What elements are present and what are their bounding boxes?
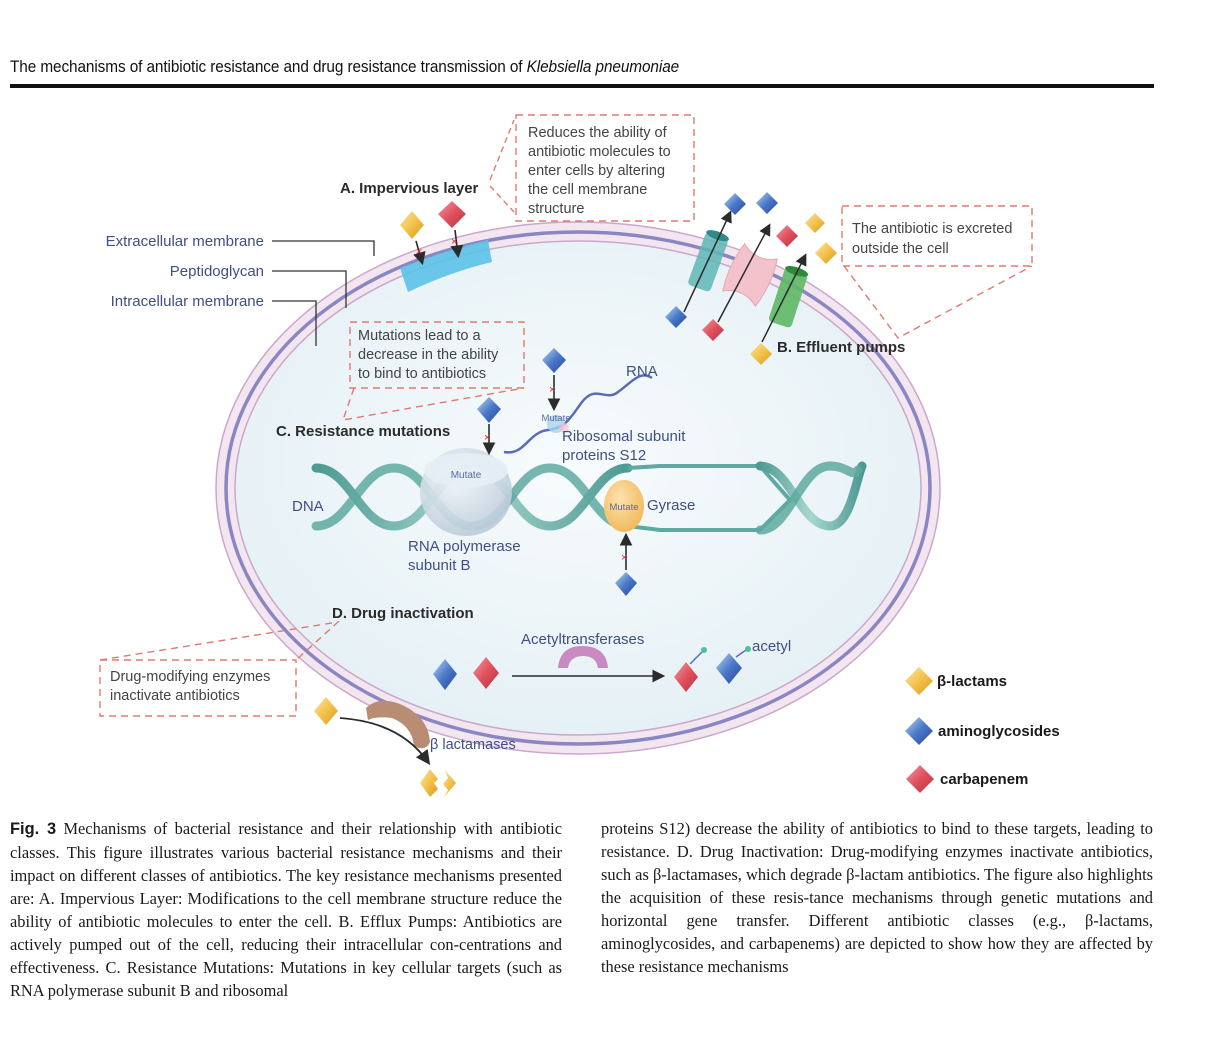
header-rule	[10, 84, 1154, 88]
mutate-label-gyrase: Mutate	[609, 502, 638, 513]
beta-lactamase-enzyme	[366, 700, 430, 749]
carbapenem-molecule	[702, 319, 724, 341]
blocked-x-icon: ×	[484, 432, 490, 444]
mechanism-d-drug-inactivation: D. Drug inactivation Drug-modifying enzy…	[99, 605, 791, 797]
beta-lactam-molecule	[400, 211, 424, 239]
aminoglycoside-molecule	[756, 192, 778, 214]
rna-polymerase-subunit-b: Mutate RNA polymerase subunit B	[408, 448, 525, 574]
mutate-label-ribosome: Mutate	[541, 413, 570, 424]
figure-caption-left: Fig. 3 Mechanisms of bacterial resistanc…	[10, 817, 562, 1002]
beta-lactam-molecule	[815, 242, 837, 264]
note-c-pointer	[341, 387, 525, 421]
beta-lactamases-label: β lactamases	[430, 737, 516, 753]
legend: β-lactams aminoglycosides carbapenem	[905, 667, 1060, 793]
note-a-pointer	[489, 119, 515, 213]
label-peptidoglycan: Peptidoglycan	[170, 263, 264, 280]
note-c-text: Mutations lead to a decrease in the abil…	[358, 328, 502, 382]
label-extracellular-membrane: Extracellular membrane	[106, 233, 264, 250]
blocked-x-icon: ×	[416, 246, 422, 258]
mechanism-b-label: B. Effluent pumps	[777, 339, 905, 356]
carbapenem-molecule	[776, 225, 798, 247]
layer-callouts: Extracellular membrane Peptidoglycan Int…	[106, 233, 375, 346]
beta-lactam-molecule	[750, 343, 772, 365]
legend-item-aminoglycosides: aminoglycosides	[905, 717, 1060, 745]
carbapenem-molecule	[438, 201, 466, 228]
mechanism-c-resistance-mutations: Mutations lead to a decrease in the abil…	[276, 321, 566, 456]
running-title: The mechanisms of antibiotic resistance …	[10, 58, 679, 77]
impervious-layer-patch	[400, 240, 492, 292]
note-a-text: Reduces the ability of antibiotic molecu…	[528, 125, 675, 217]
aminoglycoside-molecule	[433, 659, 457, 690]
label-intracellular-membrane: Intracellular membrane	[111, 293, 264, 310]
note-b-text: The antibiotic is excreted outside the c…	[852, 221, 1016, 257]
note-d-pointer	[99, 620, 341, 661]
beta-lactam-legend-icon	[905, 667, 933, 695]
note-d-box	[99, 659, 297, 717]
note-b-box	[841, 205, 1033, 267]
mechanism-a-impervious-layer: A. Impervious layer Reduces the ability …	[340, 114, 695, 266]
dna-label: DNA	[292, 498, 324, 515]
gyrase: Mutate Gyrase ×	[604, 480, 695, 596]
acetyltransferases-label: Acetyltransferases	[521, 631, 644, 648]
resistance-mechanisms-figure: Extracellular membrane Peptidoglycan Int…	[99, 114, 1060, 797]
peptidoglycan-layer	[224, 230, 932, 746]
legend-label: aminoglycosides	[938, 723, 1060, 740]
mechanism-b-efflux-pumps: B. Effluent pumps The antibiotic is excr…	[665, 192, 1033, 365]
mechanism-c-label: C. Resistance mutations	[276, 423, 450, 440]
caption-text-right: proteins S12) decrease the ability of an…	[601, 819, 1153, 976]
ribosomal-subunit-label: Ribosomal subunit proteins S12	[562, 428, 690, 464]
aminoglycoside-molecule	[665, 306, 687, 328]
legend-item-beta-lactams: β-lactams	[905, 667, 1007, 695]
beta-lactam-molecule	[805, 213, 825, 233]
aminoglycoside-molecule	[542, 348, 566, 373]
aminoglycoside-legend-icon	[905, 717, 933, 745]
running-title-text: The mechanisms of antibiotic resistance …	[10, 58, 527, 76]
mutate-label-polymerase: Mutate	[451, 470, 482, 481]
carbapenem-legend-icon	[906, 765, 934, 793]
acetylated-aminoglycoside	[716, 653, 742, 684]
beta-lactam-molecule	[314, 697, 338, 725]
note-b-pointer	[843, 265, 1033, 339]
legend-label: carbapenem	[940, 771, 1028, 788]
aminoglycoside-molecule	[615, 572, 637, 596]
rna-strand: RNA Mutate Ribosomal subunit proteins S1…	[503, 363, 690, 464]
aminoglycoside-molecule	[477, 397, 501, 423]
degraded-beta-lactam-icon	[420, 769, 456, 797]
mechanism-d-label: D. Drug inactivation	[332, 605, 474, 622]
note-d-text: Drug-modifying enzymes inactivate antibi…	[110, 669, 274, 704]
acetylated-carbapenem	[674, 662, 698, 692]
figure-caption-right: proteins S12) decrease the ability of an…	[601, 817, 1153, 978]
running-title-species: Klebsiella pneumoniae	[526, 58, 680, 76]
acetyltransferase-enzyme	[558, 646, 608, 668]
efflux-pump-pink	[722, 242, 778, 308]
blocked-x-icon: ×	[621, 552, 627, 564]
blocked-x-icon: ×	[549, 384, 555, 396]
mechanism-a-label: A. Impervious layer	[340, 180, 479, 197]
caption-text-left: Mechanisms of bacterial resistance and t…	[10, 819, 563, 1000]
rna-polymerase-label: RNA polymerase subunit B	[408, 538, 525, 574]
note-c-box	[349, 321, 525, 389]
aminoglycoside-molecule	[724, 193, 746, 215]
legend-item-carbapenem: carbapenem	[906, 765, 1028, 793]
carbapenem-molecule	[473, 657, 499, 689]
gyrase-label: Gyrase	[647, 497, 695, 514]
figure-number: Fig. 3	[10, 820, 57, 838]
acetyl-label: acetyl	[752, 638, 791, 655]
blocked-x-icon: ×	[451, 236, 457, 248]
legend-label: β-lactams	[937, 673, 1007, 690]
note-a-box	[515, 114, 695, 222]
rna-label: RNA	[626, 363, 658, 380]
